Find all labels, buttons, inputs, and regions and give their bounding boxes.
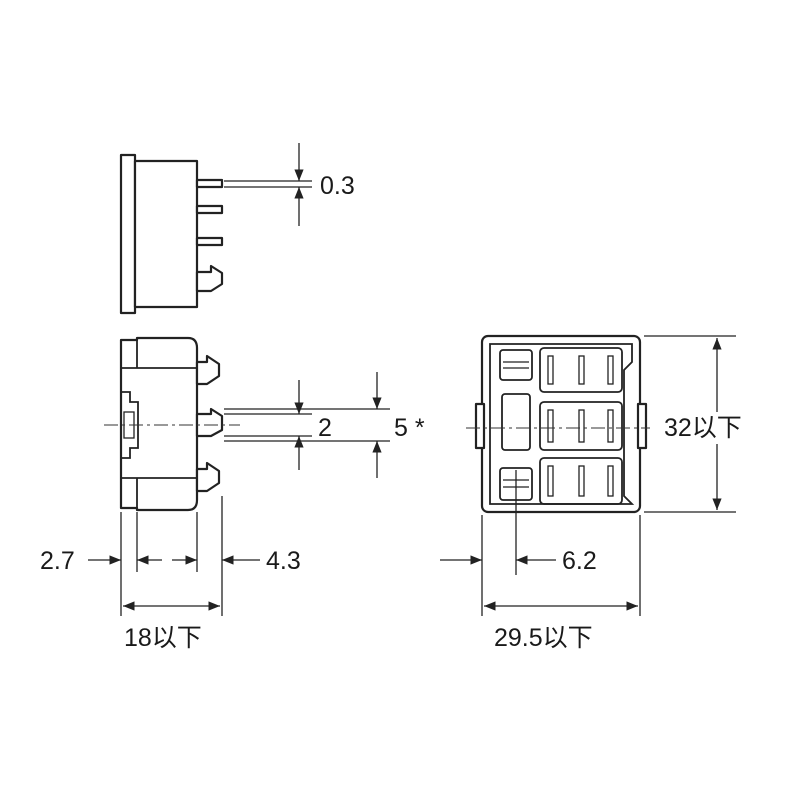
dim-pin-width: 2 — [318, 414, 332, 442]
dim-width-offset: 6.2 — [562, 547, 597, 575]
top-side-view — [119, 153, 224, 315]
dim-pin-span: 5 * — [394, 414, 425, 442]
dim-height: 32以下 — [664, 414, 742, 442]
bottom-side-view — [119, 336, 224, 512]
center-lines — [104, 424, 650, 429]
front-view — [474, 334, 648, 514]
dim-depth-pin: 4.3 — [266, 547, 301, 575]
dimension-labels: 0.3 2 5 * 32以下 2.7 4.3 18以下 6.2 29.5以下 — [40, 172, 742, 652]
dim-pin-thickness: 0.3 — [320, 172, 355, 200]
dim-width-total: 29.5以下 — [494, 624, 593, 652]
dim-depth-total: 18以下 — [124, 624, 202, 652]
dim-depth-front: 2.7 — [40, 547, 75, 575]
dimension-lines — [88, 143, 736, 616]
